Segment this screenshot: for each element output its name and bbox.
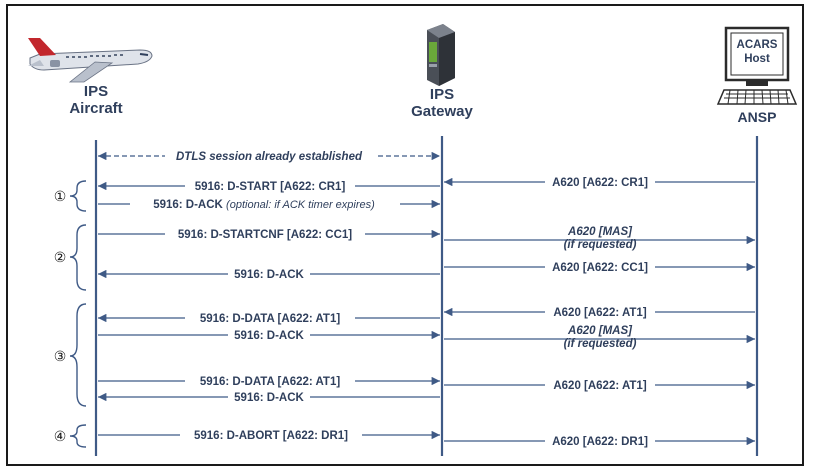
msg-dabort-dr1: 5916: D-ABORT [A622: DR1] — [194, 430, 348, 442]
step1-marker: ① — [54, 188, 67, 204]
msg-dack-3: 5916: D-ACK — [234, 392, 304, 404]
msg-dstartcnf-cc1: 5916: D-STARTCNF [A622: CC1] — [178, 229, 352, 241]
aircraft-label-line1: IPS — [84, 83, 108, 100]
step3-bracket — [69, 303, 87, 407]
server-icon — [427, 24, 455, 86]
msg-ddata-at1-2: 5916: D-DATA [A622: AT1] — [200, 376, 341, 388]
msg-a620-cr1: A620 [A622: CR1] — [552, 177, 648, 189]
step2-marker: ② — [54, 249, 67, 265]
acars-host-line1: ACARS — [737, 39, 778, 51]
dtls-session-arrow: DTLS session already established — [98, 148, 440, 164]
dtls-session-note: DTLS session already established — [176, 151, 363, 163]
step3-marker: ③ — [54, 348, 67, 364]
msg-a620-mas-1: A620 [MAS] — [567, 226, 633, 238]
step4-bracket — [69, 424, 87, 448]
msg-a620-cc1: A620 [A622: CC1] — [552, 262, 648, 274]
gateway-label-line2: Gateway — [411, 103, 473, 120]
msg-dack-2: 5916: D-ACK — [234, 330, 304, 342]
airplane-icon — [28, 38, 153, 83]
msg-dack-optional-main: 5916: D-ACK — [153, 199, 226, 211]
computer-icon — [716, 26, 798, 105]
diagram-frame — [6, 4, 804, 466]
msg-a620-mas-2: A620 [MAS] — [567, 325, 633, 337]
msg-dack-1: 5916: D-ACK — [234, 269, 304, 281]
msg-ddata-at1-1: 5916: D-DATA [A622: AT1] — [200, 313, 341, 325]
step4-marker: ④ — [54, 428, 67, 444]
aircraft-label-line2: Aircraft — [69, 100, 122, 117]
msg-if-requested-1: (if requested) — [564, 239, 637, 251]
ansp-label: ANSP — [738, 109, 777, 125]
gateway-label-line1: IPS — [430, 86, 454, 103]
msg-dack-optional: 5916: D-ACK (optional: if ACK timer expi… — [153, 199, 375, 211]
msg-dstart-cr1: 5916: D-START [A622: CR1] — [195, 181, 346, 193]
msg-dack-optional-note: (optional: if ACK timer expires) — [226, 199, 375, 211]
step1-bracket — [69, 180, 87, 212]
msg-if-requested-2: (if requested) — [564, 338, 637, 350]
msg-a620-at1-2: A620 [A622: AT1] — [553, 380, 646, 392]
msg-a620-dr1: A620 [A622: DR1] — [552, 436, 648, 448]
acars-host-line2: Host — [744, 53, 770, 65]
msg-a620-at1-1: A620 [A622: AT1] — [553, 307, 646, 319]
step2-bracket — [69, 224, 87, 291]
